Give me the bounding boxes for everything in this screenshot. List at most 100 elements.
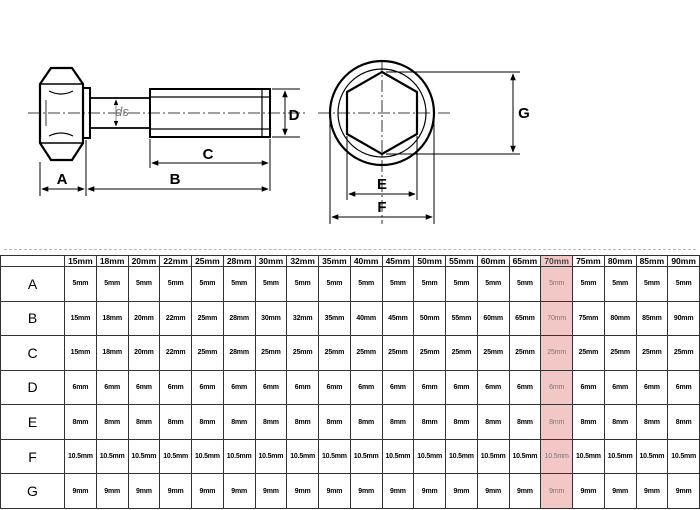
table-cell: 6mm	[191, 369, 224, 406]
table-cell: 20mm	[127, 300, 161, 337]
table-cell: 9mm	[603, 473, 637, 509]
row-label: A	[0, 266, 65, 302]
table-cell: 25mm	[603, 335, 637, 371]
table-cell: 8mm	[64, 404, 97, 440]
table-cell: 25mm	[254, 335, 288, 371]
table-cell: 10.5mm	[95, 438, 129, 475]
table-cell: 32mm	[286, 300, 319, 337]
table-cell: 5mm	[476, 266, 510, 302]
table-cell: 9mm	[127, 473, 161, 509]
table-cell: 65mm	[508, 300, 542, 337]
table-cell: 25mm	[286, 335, 319, 371]
table-cell: 6mm	[127, 369, 161, 406]
table-cell: 6mm	[667, 369, 700, 406]
column-header: 28mm	[222, 255, 256, 267]
table-cell: 5mm	[540, 266, 573, 302]
table-cell: 10.5mm	[413, 438, 446, 475]
column-header: 60mm	[476, 255, 510, 267]
table-cell: 5mm	[254, 266, 288, 302]
table-cell: 10.5mm	[349, 438, 383, 475]
row-label: E	[0, 404, 65, 440]
table-cell: 9mm	[667, 473, 700, 509]
column-header: 18mm	[95, 255, 129, 267]
table-cell: 9mm	[349, 473, 383, 509]
table-cell: 22mm	[159, 300, 192, 337]
table-cell: 25mm	[318, 335, 351, 371]
table-cell: 9mm	[540, 473, 573, 509]
table-cell: 8mm	[572, 404, 605, 440]
table-corner	[0, 255, 65, 267]
table-cell: 6mm	[381, 369, 415, 406]
table-cell: 5mm	[127, 266, 161, 302]
dimension-d	[272, 88, 300, 138]
table-cell: 50mm	[413, 300, 446, 337]
table-cell: 10.5mm	[191, 438, 224, 475]
table-cell: 28mm	[222, 300, 256, 337]
table-cell: 9mm	[413, 473, 446, 509]
column-header: 70mm	[540, 255, 573, 267]
table-cell: 6mm	[603, 369, 637, 406]
table-cell: 25mm	[508, 335, 542, 371]
table-cell: 25mm	[667, 335, 700, 371]
table-cell: 9mm	[222, 473, 256, 509]
column-header: 25mm	[191, 255, 224, 267]
table-cell: 10.5mm	[222, 438, 256, 475]
table-cell: 9mm	[635, 473, 669, 509]
table-cell: 8mm	[318, 404, 351, 440]
table-cell: 25mm	[413, 335, 446, 371]
table-cell: 20mm	[127, 335, 161, 371]
column-header: 75mm	[572, 255, 605, 267]
table-cell: 6mm	[95, 369, 129, 406]
table-cell: 28mm	[222, 335, 256, 371]
table-cell: 9mm	[95, 473, 129, 509]
table-cell: 5mm	[349, 266, 383, 302]
table-cell: 10.5mm	[254, 438, 288, 475]
table-cell: 60mm	[476, 300, 510, 337]
table-cell: 5mm	[64, 266, 97, 302]
table-cell: 5mm	[381, 266, 415, 302]
table-cell: 8mm	[413, 404, 446, 440]
table-cell: 6mm	[635, 369, 669, 406]
table-cell: 10.5mm	[381, 438, 415, 475]
column-header: 85mm	[635, 255, 669, 267]
table-cell: 9mm	[191, 473, 224, 509]
table-cell: 5mm	[413, 266, 446, 302]
bolt-head	[38, 66, 85, 162]
table-cell: 9mm	[572, 473, 605, 509]
table-cell: 9mm	[508, 473, 542, 509]
table-cell: 6mm	[286, 369, 319, 406]
table-cell: 25mm	[349, 335, 383, 371]
table-cell: 5mm	[667, 266, 700, 302]
table-cell: 25mm	[191, 300, 224, 337]
dimension-c	[149, 139, 271, 191]
table-cell: 15mm	[64, 300, 97, 337]
table-cell: 25mm	[572, 335, 605, 371]
row-label: C	[0, 335, 65, 371]
table-cell: 10.5mm	[635, 438, 669, 475]
table-cell: 10.5mm	[508, 438, 542, 475]
table-cell: 6mm	[64, 369, 97, 406]
column-header: 50mm	[413, 255, 446, 267]
column-header: 22mm	[159, 255, 192, 267]
table-cell: 22mm	[159, 335, 192, 371]
table-cell: 5mm	[159, 266, 192, 302]
table-cell: 40mm	[349, 300, 383, 337]
label-a: A	[57, 171, 68, 188]
dimension-g	[386, 71, 520, 155]
table-cell: 8mm	[254, 404, 288, 440]
table-cell: 10.5mm	[286, 438, 319, 475]
table-cell: 25mm	[445, 335, 478, 371]
table-cell: 5mm	[318, 266, 351, 302]
table-cell: 25mm	[635, 335, 669, 371]
table-cell: 8mm	[667, 404, 700, 440]
table-cell: 8mm	[445, 404, 478, 440]
table-cell: 18mm	[95, 300, 129, 337]
table-cell: 9mm	[286, 473, 319, 509]
label-f: F	[377, 199, 386, 216]
table-cell: 5mm	[603, 266, 637, 302]
table-cell: 25mm	[476, 335, 510, 371]
table-cell: 5mm	[95, 266, 129, 302]
table-cell: 9mm	[318, 473, 351, 509]
